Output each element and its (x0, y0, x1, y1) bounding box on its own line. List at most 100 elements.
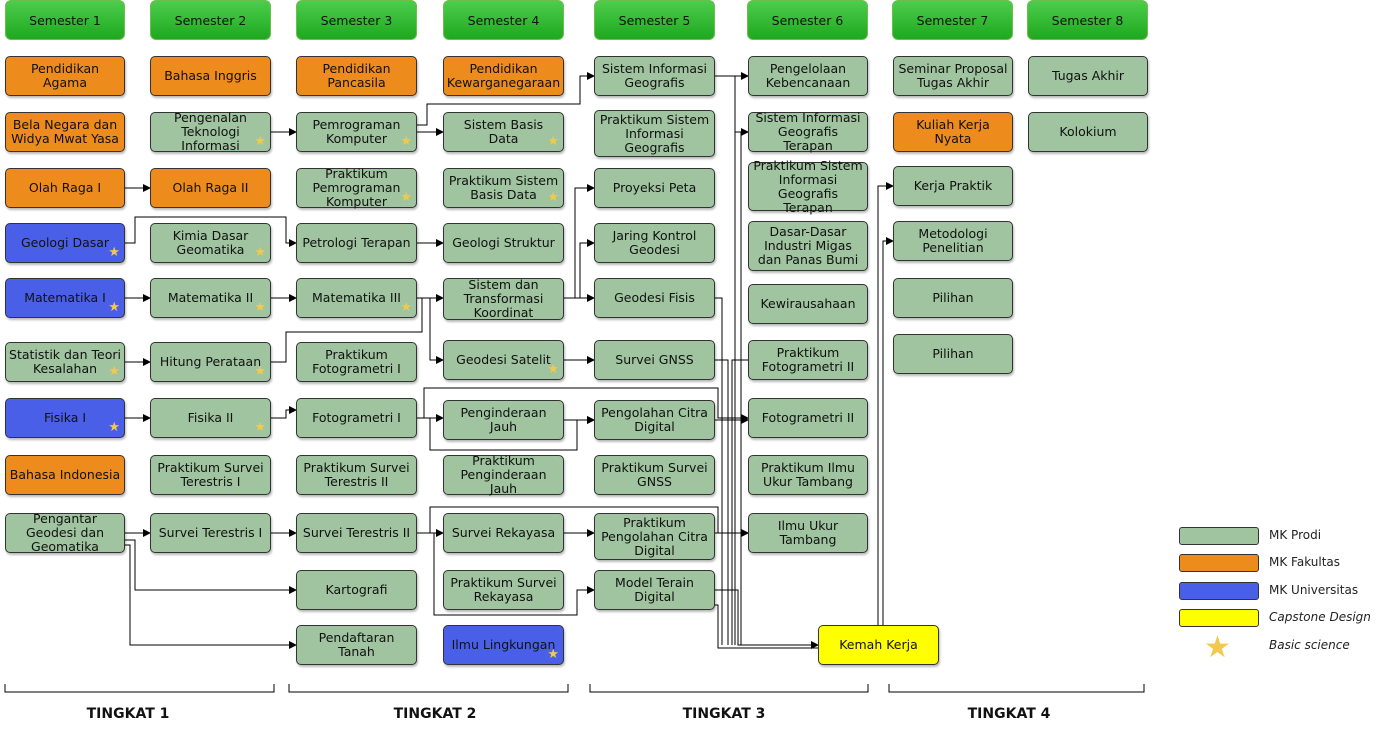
basic-science-star-icon: ★ (108, 420, 120, 435)
course-model-terrain[interactable]: Model Terain Digital (594, 570, 715, 610)
course-praktikum-pcd[interactable]: Praktikum Pengolahan Citra Digital (594, 513, 715, 560)
course-matematika-3[interactable]: Matematika III★ (296, 278, 417, 318)
course-ilmu-lingkungan[interactable]: Ilmu Lingkungan★ (443, 625, 564, 665)
course-petrologi[interactable]: Petrologi Terapan (296, 223, 417, 263)
course-praktikum-iut[interactable]: Praktikum Ilmu Ukur Tambang (748, 455, 868, 495)
course-olah-raga-2[interactable]: Olah Raga II (150, 168, 271, 208)
course-pengolahan-citra[interactable]: Pengolahan Citra Digital (594, 400, 715, 440)
course-label: Praktikum Survei GNSS (601, 460, 708, 489)
course-migas[interactable]: Dasar-Dasar Industri Migas dan Panas Bum… (748, 221, 868, 271)
legend-label-prodi: MK Prodi (1269, 528, 1322, 542)
tingkat-1-label: TINGKAT 1 (86, 706, 170, 722)
course-label: Kimia Dasar Geomatika (172, 228, 249, 257)
course-pendidikan-agama[interactable]: Pendidikan Agama (5, 56, 125, 96)
course-kimia-dasar[interactable]: Kimia Dasar Geomatika★ (150, 223, 271, 263)
course-statistik[interactable]: Statistik dan Teori Kesalahan★ (5, 342, 125, 382)
course-geologi-dasar[interactable]: Geologi Dasar★ (5, 223, 125, 263)
course-seminar-proposal[interactable]: Seminar Proposal Tugas Akhir (893, 56, 1013, 96)
course-proyeksi-peta[interactable]: Proyeksi Peta (594, 168, 715, 208)
course-tugas-akhir[interactable]: Tugas Akhir (1028, 56, 1148, 96)
course-sistem-basis-data[interactable]: Sistem Basis Data★ (443, 112, 564, 152)
course-geologi-struktur[interactable]: Geologi Struktur (443, 223, 564, 263)
course-kolokium[interactable]: Kolokium (1028, 112, 1148, 152)
course-metodologi[interactable]: Metodologi Penelitian (893, 221, 1013, 261)
tingkat-4-bracket (888, 684, 1145, 693)
course-praktikum-sig[interactable]: Praktikum Sistem Informasi Geografis (594, 110, 715, 157)
connector-sig-2 (715, 75, 749, 136)
course-label: Pengantar Geodesi dan Geomatika (25, 511, 105, 554)
course-hitung-perataan[interactable]: Hitung Perataan★ (150, 342, 271, 382)
course-praktikum-st2[interactable]: Praktikum Survei Terestris II (296, 455, 417, 495)
semester-8-header: Semester 8 (1027, 0, 1148, 40)
course-penginderaan-jauh[interactable]: Penginderaan Jauh (443, 400, 564, 440)
course-label: Jaring Kontrol Geodesi (612, 228, 697, 257)
course-matematika-1[interactable]: Matematika I★ (5, 278, 125, 318)
course-label: Praktikum Sistem Informasi Geografis (599, 111, 710, 155)
course-label: Pengolahan Citra Digital (601, 405, 708, 434)
course-pendidikan-kewarganegaraan[interactable]: Pendidikan Kewarganegaraan (443, 56, 564, 96)
course-label: Matematika I (24, 290, 106, 305)
course-jaring-kontrol[interactable]: Jaring Kontrol Geodesi (594, 223, 715, 263)
course-label: Kewirausahaan (760, 296, 856, 311)
course-label: Pendidikan Agama (30, 61, 100, 90)
course-fisika-1[interactable]: Fisika I ★ (5, 398, 125, 438)
course-pengelolaan-kebencanaan[interactable]: Pengelolaan Kebencanaan (748, 56, 868, 96)
course-pendaftaran-tanah[interactable]: Pendaftaran Tanah (296, 625, 417, 665)
course-pilihan-2[interactable]: Pilihan (893, 334, 1013, 374)
course-kemah-kerja[interactable]: Kemah Kerja (818, 625, 939, 665)
course-pti[interactable]: Pengenalan Teknologi Informasi★ (150, 111, 271, 153)
course-olah-raga-1[interactable]: Olah Raga I (5, 168, 125, 208)
basic-science-star-icon: ★ (108, 300, 120, 315)
course-label: Model Terain Digital (615, 575, 694, 604)
course-praktikum-fotogrametri-2[interactable]: Praktikum Fotogrametri II (748, 340, 868, 380)
course-label: Praktikum Penginderaan Jauh (460, 453, 547, 496)
course-matematika-2[interactable]: Matematika II★ (150, 278, 271, 318)
course-fisika-2[interactable]: Fisika II★ (150, 398, 271, 438)
course-survei-gnss[interactable]: Survei GNSS (594, 340, 715, 380)
course-praktikum-sig-terapan[interactable]: Praktikum Sistem Informasi Geografis Ter… (748, 158, 868, 214)
course-label: Fotogrametri II (761, 410, 855, 425)
course-label: Fisika I (43, 410, 87, 425)
course-label: Survei Terestris II (302, 525, 411, 540)
course-kkn[interactable]: Kuliah Kerja Nyata (893, 112, 1013, 152)
course-praktikum-gnss[interactable]: Praktikum Survei GNSS (594, 455, 715, 495)
basic-science-star-icon: ★ (547, 647, 559, 662)
course-survei-terestris-1[interactable]: Survei Terestris I (150, 513, 271, 553)
course-label: Bahasa Inggris (164, 68, 257, 83)
course-label: Praktikum Survei Terestris II (303, 460, 410, 489)
course-label: Kuliah Kerja Nyata (916, 117, 990, 146)
course-praktikum-sbd[interactable]: Praktikum Sistem Basis Data★ (443, 168, 564, 208)
course-geodesi-fisis[interactable]: Geodesi Fisis (594, 278, 715, 318)
course-stk[interactable]: Sistem dan Transformasi Koordinat (443, 278, 564, 320)
course-bahasa-inggris[interactable]: Bahasa Inggris (150, 56, 271, 96)
course-pilihan-1[interactable]: Pilihan (893, 278, 1013, 318)
course-ilmu-ukur-tambang[interactable]: Ilmu Ukur Tambang (748, 513, 868, 553)
course-fotogrametri-1[interactable]: Fotogrametri I (296, 398, 417, 438)
course-label: Sistem Informasi Geografis Terapan (755, 110, 861, 153)
course-geodesi-satelit[interactable]: Geodesi Satelit★ (443, 340, 564, 380)
course-sig-terapan[interactable]: Sistem Informasi Geografis Terapan (748, 110, 868, 153)
course-pengantar-geodesi[interactable]: Pengantar Geodesi dan Geomatika (5, 511, 125, 554)
course-kewirausahaan[interactable]: Kewirausahaan (748, 284, 868, 324)
semester-7-header: Semester 7 (892, 0, 1013, 40)
course-kartografi[interactable]: Kartografi (296, 570, 417, 610)
course-label: Praktikum Fotogrametri I (312, 347, 401, 376)
course-praktikum-fotogrametri-1[interactable]: Praktikum Fotogrametri I (296, 342, 417, 382)
course-fotogrametri-2[interactable]: Fotogrametri II (748, 398, 868, 438)
course-praktikum-sr[interactable]: Praktikum Survei Rekayasa (443, 570, 564, 610)
course-praktikum-pemrograman[interactable]: Praktikum Pemrograman Komputer★ (296, 167, 417, 209)
course-bahasa-indonesia[interactable]: Bahasa Indonesia (5, 455, 125, 495)
tingkat-4-label: TINGKAT 4 (967, 706, 1051, 722)
course-praktikum-pj[interactable]: Praktikum Penginderaan Jauh (443, 453, 564, 496)
course-survei-rekayasa[interactable]: Survei Rekayasa (443, 513, 564, 553)
course-sig[interactable]: Sistem Informasi Geografis (594, 56, 715, 96)
course-bela-negara[interactable]: Bela Negara dan Widya Mwat Yasa (5, 112, 125, 152)
course-pendidikan-pancasila[interactable]: Pendidikan Pancasila (296, 56, 417, 96)
legend-label-basic-science: Basic science (1269, 638, 1350, 652)
course-pemrograman[interactable]: Pemrograman Komputer★ (296, 112, 417, 152)
course-survei-terestris-2[interactable]: Survei Terestris II (296, 513, 417, 553)
course-label: Praktikum Sistem Basis Data (448, 173, 559, 202)
course-kerja-praktik[interactable]: Kerja Praktik (893, 166, 1013, 206)
course-praktikum-st1[interactable]: Praktikum Survei Terestris I (150, 455, 271, 495)
